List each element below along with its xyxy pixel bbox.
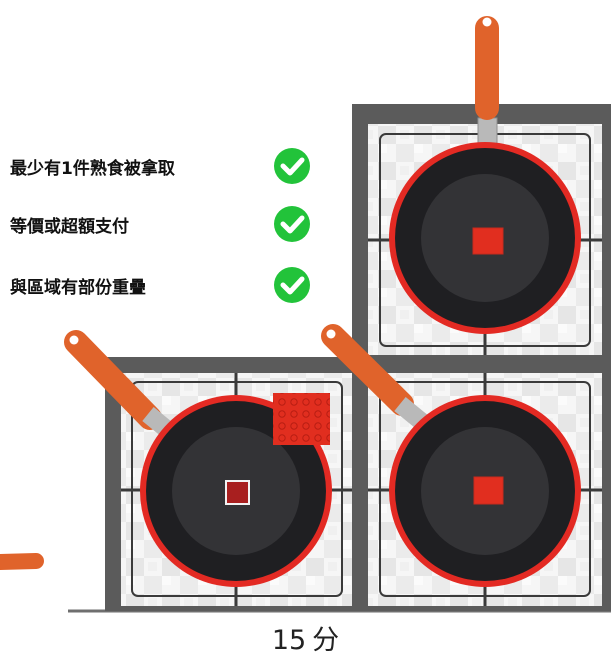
timer-unit: 分 (312, 625, 340, 656)
check-label: 與區域有部份重疊 (10, 277, 146, 298)
check-item-payment: 等價或超額支付 (10, 204, 312, 244)
large-food-block[interactable] (273, 393, 330, 445)
check-item-overlap: 與區域有部份重疊 (10, 265, 312, 305)
pan-bottom-right[interactable] (321, 324, 582, 588)
timer-value: 15 (271, 625, 307, 656)
check-circle-icon (274, 267, 310, 303)
pan-top-right[interactable] (389, 16, 581, 335)
check-label: 等價或超額支付 (10, 216, 129, 237)
check-item-food-taken: 最少有1件熟食被拿取 (10, 146, 312, 186)
food-block[interactable] (473, 476, 504, 505)
offscreen-pan-handle (0, 553, 44, 570)
check-circle-icon (274, 206, 310, 242)
check-circle-icon (274, 148, 310, 184)
pan-bottom-left[interactable] (64, 330, 333, 588)
food-block[interactable] (472, 227, 504, 255)
food-square-selected[interactable] (225, 480, 250, 505)
check-label: 最少有1件熟食被拿取 (10, 158, 175, 179)
